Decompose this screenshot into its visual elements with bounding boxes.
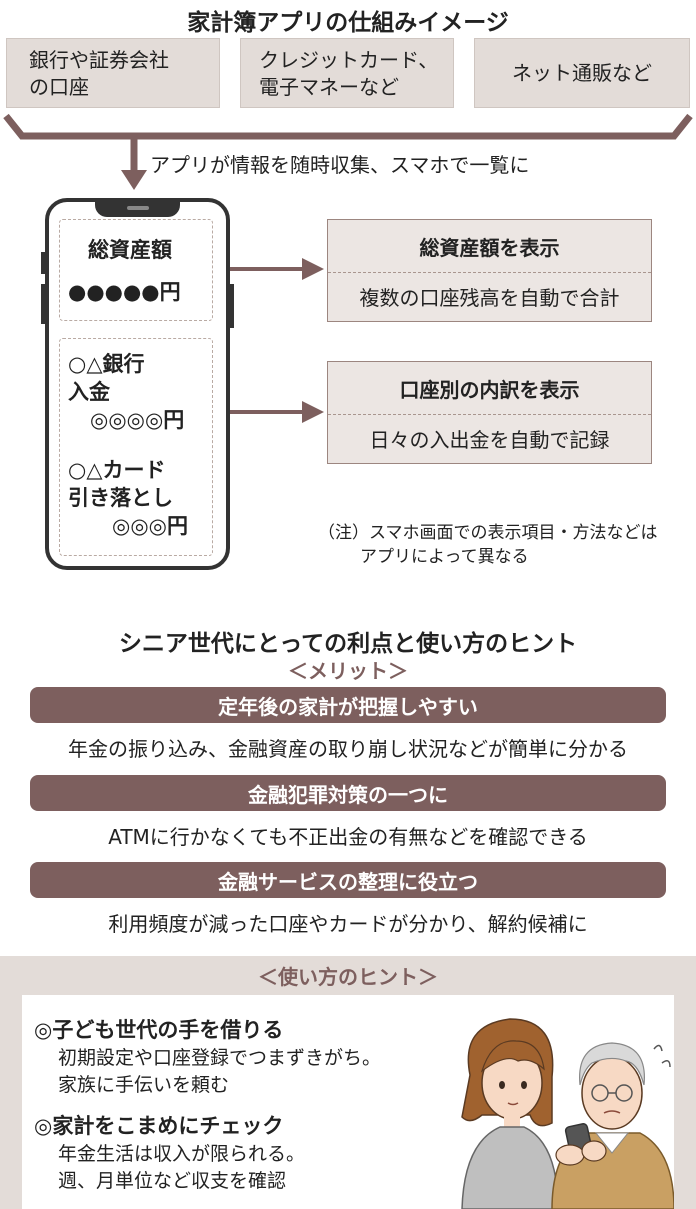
hint-1-line1: 初期設定や口座登録でつまずきがち。: [58, 1047, 382, 1069]
info-box-breakdown-desc: 日々の入出金を自動で記録: [369, 428, 610, 452]
source-box-ecommerce-line1: ネット通販など: [512, 60, 652, 85]
phone-volume-button-icon: [41, 284, 45, 324]
phone-volume-button-icon: [41, 252, 45, 274]
phone-speaker-icon: [127, 206, 149, 210]
info-box-total-title: 総資産額を表示: [328, 220, 651, 273]
woman-sweater-icon: [461, 1126, 559, 1209]
source-box-card-line2: 電子マネーなど: [259, 75, 399, 99]
source-box-bank-line1: 銀行や証券会社: [29, 48, 169, 72]
man-hair-icon: [579, 1042, 645, 1086]
flow-caption: アプリが情報を随時収集、スマホで一覧に: [150, 153, 530, 177]
info-box-breakdown-title: 口座別の内訳を表示: [328, 362, 651, 415]
merit-subtitle: ＜メリット＞: [288, 659, 408, 683]
merit-desc-1: 年金の振り込み、金融資産の取り崩し状況などが簡単に分かる: [68, 737, 628, 761]
phone-power-button-icon: [230, 284, 234, 328]
diagram-title: 家計簿アプリの仕組みイメージ: [187, 10, 509, 36]
source-box-ecommerce: ネット通販など: [474, 38, 690, 108]
source-box-card: クレジットカード、 電子マネーなど: [240, 38, 454, 108]
debit-amount: ◎◎◎円: [112, 514, 188, 538]
footnote-line1: （注）スマホ画面での表示項目・方法などは: [318, 523, 658, 543]
debit-label: 引き落とし: [68, 486, 173, 510]
down-arrow-head: [121, 170, 147, 190]
merit-bar-3: 金融サービスの整理に役立つ: [30, 862, 666, 898]
hint-2-line2: 週、月単位など収支を確認: [58, 1170, 287, 1192]
card-name: ○△カード: [68, 458, 166, 482]
phone-panel-total: 総資産額 ●●●●●円: [59, 219, 213, 321]
info-box-total: 総資産額を表示 複数の口座残高を自動で合計: [327, 219, 652, 322]
total-assets-value: ●●●●●円: [68, 280, 181, 304]
right-arrow-1-head: [302, 258, 324, 280]
info-box-total-desc: 複数の口座残高を自動で合計: [359, 286, 620, 310]
hint-2-title: ◎家計をこまめにチェック: [34, 1114, 284, 1138]
source-box-bank: 銀行や証券会社 の口座: [6, 38, 220, 108]
hint-1-title: ◎子ども世代の手を借りる: [34, 1018, 284, 1042]
woman-bangs-icon: [480, 1040, 545, 1073]
footnote-line2: アプリによって異なる: [360, 547, 529, 567]
deposit-label: 入金: [68, 380, 110, 404]
phone-panel-breakdown: ○△銀行 入金 ◎◎◎◎円 ○△カード 引き落とし ◎◎◎円: [59, 338, 213, 556]
benefits-title: シニア世代にとっての利点と使い方のヒント: [118, 631, 578, 657]
merit-desc-2: ATMに行かなくても不正出金の有無などを確認できる: [108, 825, 588, 849]
hint-2-line1: 年金生活は収入が限られる。: [58, 1143, 306, 1165]
connector-lines: [3, 113, 693, 423]
hints-title: ＜使い方のヒント＞: [258, 965, 438, 989]
merit-bar-2: 金融犯罪対策の一つに: [30, 775, 666, 811]
source-box-bank-line2: の口座: [29, 75, 89, 99]
info-box-breakdown: 口座別の内訳を表示 日々の入出金を自動で記録: [327, 361, 652, 464]
smartphone: [45, 198, 230, 570]
bank-name: ○△銀行: [68, 352, 145, 376]
hint-1-line2: 家族に手伝いを頼む: [58, 1074, 230, 1096]
merit-desc-3: 利用頻度が減った口座やカードが分かり、解約候補に: [108, 912, 588, 936]
source-box-card-line1: クレジットカード、: [259, 48, 439, 72]
deposit-amount: ◎◎◎◎円: [90, 408, 185, 432]
merit-bar-1: 定年後の家計が把握しやすい: [30, 687, 666, 723]
total-assets-label: 総資産額: [88, 238, 172, 262]
right-arrow-2-head: [302, 401, 324, 423]
collect-bracket: [3, 113, 693, 140]
family-help-illustration: [461, 1018, 674, 1209]
